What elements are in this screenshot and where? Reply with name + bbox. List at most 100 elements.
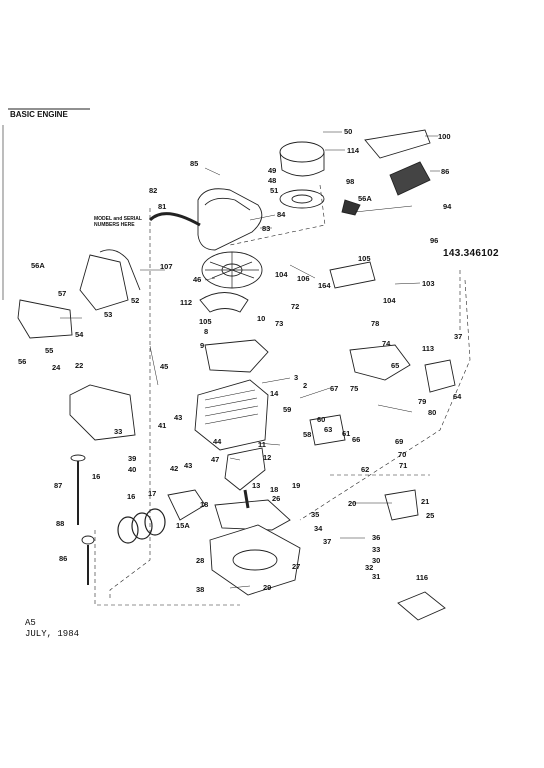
part-label: 66 [352, 435, 361, 444]
part-label: 46 [193, 275, 202, 284]
part-label: 48 [268, 176, 277, 185]
part-label: 80 [428, 408, 437, 417]
part-label: 103 [422, 279, 435, 288]
part-label: 104 [383, 296, 396, 305]
part-label: 107 [160, 262, 173, 271]
part-label: 88 [56, 519, 65, 528]
part-label: 84 [277, 210, 286, 219]
part-label: 71 [399, 461, 408, 470]
part-label: 37 [323, 537, 332, 546]
part-label: 73 [275, 319, 284, 328]
part-label: 16 [92, 472, 101, 481]
part-label: 75 [350, 384, 359, 393]
part-label: 3 [294, 373, 299, 382]
part-label: 22 [75, 361, 84, 370]
part-label: 11 [258, 440, 266, 449]
part-label: 58 [303, 430, 312, 439]
part-label: 41 [158, 421, 167, 430]
part-label: 74 [382, 339, 391, 348]
part-label: 85 [190, 159, 199, 168]
section-title: BASIC ENGINE [10, 110, 68, 119]
part-label: 28 [196, 556, 205, 565]
part-label: 29 [263, 583, 272, 592]
part-label: 24 [52, 363, 61, 372]
page-code: A5 [25, 618, 36, 628]
part-label: 55 [45, 346, 54, 355]
footer: A5 JULY, 1984 [25, 618, 79, 640]
part-label: 42 [170, 464, 179, 473]
part-label: 60 [317, 415, 326, 424]
part-label: 44 [213, 437, 222, 446]
part-label: 2 [303, 381, 308, 390]
part-label: 18 [270, 485, 279, 494]
part-label: 33 [114, 427, 123, 436]
part-label: 53 [104, 310, 113, 319]
part-label: 47 [211, 455, 220, 464]
part-label: 62 [361, 465, 370, 474]
part-label: 106 [297, 274, 310, 283]
part-label: 45 [160, 362, 169, 371]
footer-date: JULY, 1984 [25, 629, 80, 639]
part-label: 8 [204, 327, 209, 336]
part-label: 25 [426, 511, 435, 520]
part-label: 31 [372, 572, 381, 581]
part-label: 63 [324, 425, 333, 434]
part-label: 86 [59, 554, 68, 563]
part-label: 113 [422, 344, 435, 353]
part-label: 105 [358, 254, 371, 263]
part-label: 54 [75, 330, 84, 339]
part-label: 34 [314, 524, 323, 533]
part-label: 13 [252, 481, 261, 490]
part-label: 40 [128, 465, 137, 474]
part-label: 12 [263, 453, 272, 462]
part-label: 39 [128, 454, 137, 463]
part-label: 35 [311, 510, 320, 519]
part-label: 78 [371, 319, 380, 328]
part-label: 49 [268, 166, 277, 175]
callout-note: MODEL and SERIAL NUMBERS HERE [94, 216, 142, 228]
part-label: 15A [176, 521, 190, 530]
part-label: 57 [58, 289, 67, 298]
part-label: 64 [453, 392, 462, 401]
part-label: 19 [292, 481, 301, 490]
part-label: 104 [275, 270, 288, 279]
part-label: 18 [200, 500, 209, 509]
part-label: 38 [196, 585, 205, 594]
part-label: 112 [180, 298, 193, 307]
part-label: 79 [418, 397, 427, 406]
model-number: 143.346102 [443, 248, 499, 259]
part-label: 72 [291, 302, 300, 311]
part-label: 56A [31, 261, 45, 270]
part-label: 20 [348, 499, 357, 508]
part-label: 69 [395, 437, 404, 446]
part-label: 65 [391, 361, 400, 370]
part-label: 43 [184, 461, 193, 470]
part-label: 114 [347, 146, 360, 155]
part-label: 59 [283, 405, 292, 414]
part-label: 87 [54, 481, 63, 490]
part-label: 52 [131, 296, 140, 305]
part-label: 10 [257, 314, 266, 323]
callout-note-line: MODEL and SERIAL [94, 216, 142, 222]
part-label: 105 [199, 317, 212, 326]
part-label: 164 [318, 281, 331, 290]
part-label: 56A [358, 194, 372, 203]
part-label: 98 [346, 177, 355, 186]
part-label: 70 [398, 450, 407, 459]
part-label: 33 [372, 545, 381, 554]
callout-note-line: NUMBERS HERE [94, 222, 135, 228]
part-label: 14 [270, 389, 279, 398]
part-label: 30 [372, 556, 381, 565]
part-label: 36 [372, 533, 381, 542]
part-label: 56 [18, 357, 27, 366]
part-label: 51 [270, 186, 279, 195]
part-label: 96 [430, 236, 439, 245]
part-label: 67 [330, 384, 339, 393]
part-label: 83 [262, 224, 271, 233]
part-label: 37 [454, 332, 463, 341]
part-label: 17 [148, 489, 157, 498]
part-label: 61 [342, 429, 351, 438]
part-label: 94 [443, 202, 452, 211]
